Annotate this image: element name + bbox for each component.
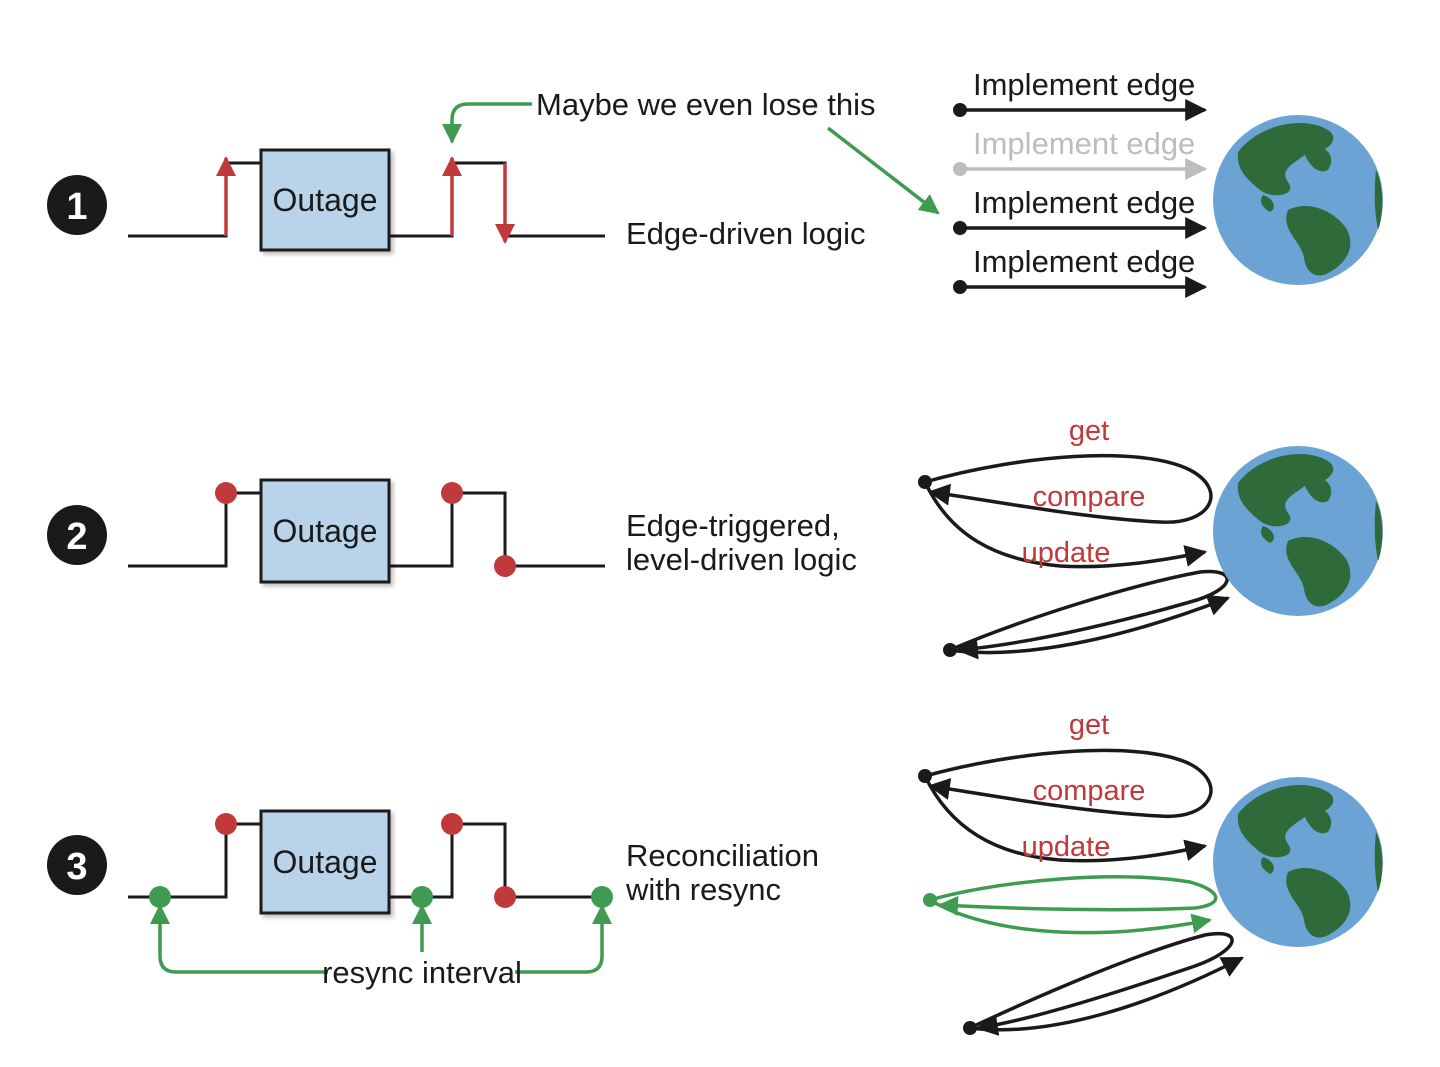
row-2: 2 Outage Edge-triggered, level-driven lo… <box>47 415 1383 660</box>
globe-icon <box>1213 115 1383 285</box>
edge-label: Implement edge <box>973 244 1195 279</box>
callout-text: Maybe we even lose this <box>536 87 875 122</box>
edge-label: Implement edge <box>973 126 1195 161</box>
row-number: 1 <box>66 186 87 228</box>
outage-box: Outage <box>259 809 391 915</box>
globe-icon <box>1213 446 1383 616</box>
resync-interval-bracket: resync interval <box>150 904 612 990</box>
resync-dot <box>591 886 613 908</box>
update-label: update <box>1022 831 1111 863</box>
level-trigger-dot <box>494 886 516 908</box>
get-label: get <box>1069 709 1109 741</box>
signal-line <box>128 822 605 899</box>
edge-arrow: Implement edge <box>953 185 1208 239</box>
edge-arrow-list: Implement edge Implement edge Implement … <box>953 67 1208 298</box>
row-1: 1 Outage Edge-driven logic Maybe we even… <box>47 67 1383 298</box>
level-trigger-dot <box>215 813 237 835</box>
number-badge-icon: 1 <box>47 175 107 235</box>
row-caption: level-driven logic <box>626 542 857 577</box>
callout: Maybe we even lose this <box>442 87 940 215</box>
outage-box: Outage <box>259 148 391 252</box>
reconcile-loop <box>943 569 1231 660</box>
globe-icon <box>1213 777 1383 947</box>
row-caption: Edge-driven logic <box>626 216 866 251</box>
edge-arrow: Implement edge <box>953 67 1208 121</box>
reconcile-loop: get compare update <box>918 415 1213 569</box>
get-label: get <box>1069 415 1109 447</box>
compare-label: compare <box>1033 481 1146 513</box>
level-trigger-dot <box>215 482 237 504</box>
level-trigger-dot <box>441 482 463 504</box>
number-badge-icon: 2 <box>47 505 107 565</box>
level-trigger-dot <box>441 813 463 835</box>
edge-arrow: Implement edge <box>953 244 1208 298</box>
resync-interval-label: resync interval <box>322 955 522 990</box>
outage-label: Outage <box>273 182 378 218</box>
update-label: update <box>1022 537 1111 569</box>
edge-label: Implement edge <box>973 67 1195 102</box>
row-number: 3 <box>66 846 87 888</box>
edge-label: Implement edge <box>973 185 1195 220</box>
lost-edge-arrow: Implement edge <box>953 126 1208 180</box>
compare-label: compare <box>1033 775 1146 807</box>
resync-loop <box>923 875 1218 935</box>
number-badge-icon: 3 <box>47 835 107 895</box>
outage-box: Outage <box>259 478 391 584</box>
outage-label: Outage <box>273 513 378 549</box>
row-3: 3 Outage resync interval Reconciliation … <box>47 709 1383 1036</box>
row-caption: Reconciliation <box>626 838 819 873</box>
outage-label: Outage <box>273 844 378 880</box>
resync-dot <box>149 886 171 908</box>
reconcile-loop <box>963 932 1244 1036</box>
row-caption: with resync <box>625 872 781 907</box>
resync-dot <box>411 886 433 908</box>
level-trigger-dot <box>494 555 516 577</box>
reconcile-loop: get compare update <box>918 709 1213 863</box>
row-caption: Edge-triggered, <box>626 508 840 543</box>
row-number: 2 <box>66 516 87 558</box>
signal-line <box>128 491 605 568</box>
